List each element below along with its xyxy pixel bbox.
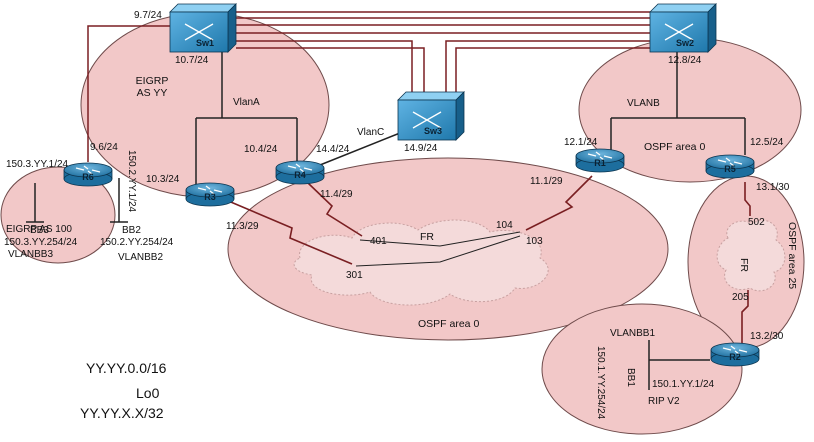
zone-label-ospf-area25: OSPF area 25 — [786, 222, 798, 289]
dlci-205: 205 — [732, 292, 749, 303]
note-loopback-name: Lo0 — [136, 385, 160, 401]
router-label: R1 — [594, 158, 606, 168]
switch-sw2[interactable]: Sw2 — [649, 3, 717, 53]
router-label: R6 — [82, 172, 94, 182]
addr-r1-vlan: 12.1/24 — [564, 137, 598, 148]
router-icon — [63, 162, 113, 187]
switch-sw3[interactable]: Sw3 — [397, 91, 465, 141]
addr-r2-bb1: 150.1.YY.1/24 — [652, 379, 715, 390]
addr-r3-vlan: 10.3/24 — [146, 174, 180, 185]
addr-r4-vlanc: 14.4/24 — [316, 144, 350, 155]
addr-sw1-top: 9.7/24 — [134, 10, 162, 21]
bb-label-bb1: BB1 — [625, 368, 636, 387]
zone-label-eigrp-yy-line: EIGRP — [136, 75, 169, 87]
addr-r6-sw: 9.6/24 — [90, 142, 118, 153]
zone-label-eigrp-yy-line: AS YY — [137, 87, 168, 99]
addr-r2-fr: 13.2/30 — [750, 331, 784, 342]
bb-label-bb2: BB2 — [122, 225, 141, 236]
ethernet-links — [26, 25, 746, 390]
switch-sw1[interactable]: Sw1 — [169, 3, 237, 53]
vlan-label-vlanbb3: VLANBB3 — [8, 249, 53, 260]
dlci-301: 301 — [346, 270, 363, 281]
dlci-401: 401 — [370, 236, 387, 247]
fr-cloud-label-left: FR — [420, 231, 434, 243]
vlan-label-vlanbb2: VLANBB2 — [118, 252, 163, 263]
vlan-label-vlana: VlanA — [233, 97, 260, 108]
switch-label: Sw3 — [424, 126, 442, 136]
zone-label-ospf-area0: OSPF area 0 — [418, 318, 479, 330]
addr-r5-vlan: 12.5/24 — [750, 137, 784, 148]
switch-label: Sw2 — [676, 38, 694, 48]
router-r1[interactable]: R1 — [575, 148, 625, 173]
dlci-104: 104 — [496, 220, 513, 231]
addr-r3-fr: 11.3/29 — [226, 221, 259, 232]
bb-label-bb3: BB3 — [30, 225, 49, 236]
router-r2[interactable]: R2 — [710, 342, 760, 367]
vlan-label-vlanbb1: VLANBB1 — [610, 328, 655, 339]
zone-label-rip: RIP V2 — [648, 396, 680, 407]
router-r3[interactable]: R3 — [185, 182, 235, 207]
zone-rip — [541, 303, 743, 435]
router-label: R5 — [724, 164, 736, 174]
switch-icon — [169, 3, 237, 53]
router-r5[interactable]: R5 — [705, 154, 755, 179]
router-icon — [705, 154, 755, 179]
router-label: R3 — [204, 192, 216, 202]
vlan-label-vlanc: VlanC — [357, 127, 384, 138]
serial-links — [225, 175, 751, 346]
dlci-103: 103 — [526, 236, 543, 247]
addr-bb2-host: 150.2.YY.254/24 — [100, 237, 174, 248]
addr-r5-fr: 13.1/30 — [756, 182, 790, 193]
zone-label-eigrp-100: EIGRP AS 100 — [6, 224, 72, 235]
zone-eigrp-as-100 — [0, 166, 116, 264]
switch-icon — [649, 3, 717, 53]
router-icon — [185, 182, 235, 207]
router-icon — [275, 160, 325, 185]
note-loopback-addr: YY.YY.X.X/32 — [80, 405, 164, 421]
switch-label: Sw1 — [196, 38, 214, 48]
addr-sw2: 12.8/24 — [668, 55, 702, 66]
addr-r6-bb3: 150.3.YY.1/24 — [6, 159, 69, 170]
switch-trunks — [236, 11, 650, 92]
addr-r1-fr: 11.1/29 — [530, 176, 563, 187]
router-r4[interactable]: R4 — [275, 160, 325, 185]
vlan-label-vlanb: VLANB — [627, 98, 660, 109]
addr-sw3: 14.9/24 — [404, 143, 438, 154]
router-r6[interactable]: R6 — [63, 162, 113, 187]
fr-cloud-label-right: FR — [738, 258, 750, 272]
router-icon — [710, 342, 760, 367]
addr-r4-vlana: 10.4/24 — [244, 144, 278, 155]
addr-r4-fr: 11.4/29 — [320, 189, 353, 200]
addr-bb1-host: 150.1.YY.254/24 — [595, 346, 606, 420]
router-icon — [575, 148, 625, 173]
addr-r6-bb2: 150.2.YY.1/24 — [126, 150, 137, 213]
fr-cloud-right — [716, 219, 786, 292]
zone-label-ospf-area0-top: OSPF area 0 — [644, 141, 705, 153]
switch-icon — [397, 91, 465, 141]
note-network: YY.YY.0.0/16 — [86, 360, 167, 376]
addr-bb3-host: 150.3.YY.254/24 — [4, 237, 78, 248]
router-label: R2 — [729, 352, 741, 362]
dlci-502: 502 — [748, 217, 765, 228]
addr-sw1-bottom: 10.7/24 — [175, 55, 209, 66]
router-label: R4 — [294, 170, 306, 180]
